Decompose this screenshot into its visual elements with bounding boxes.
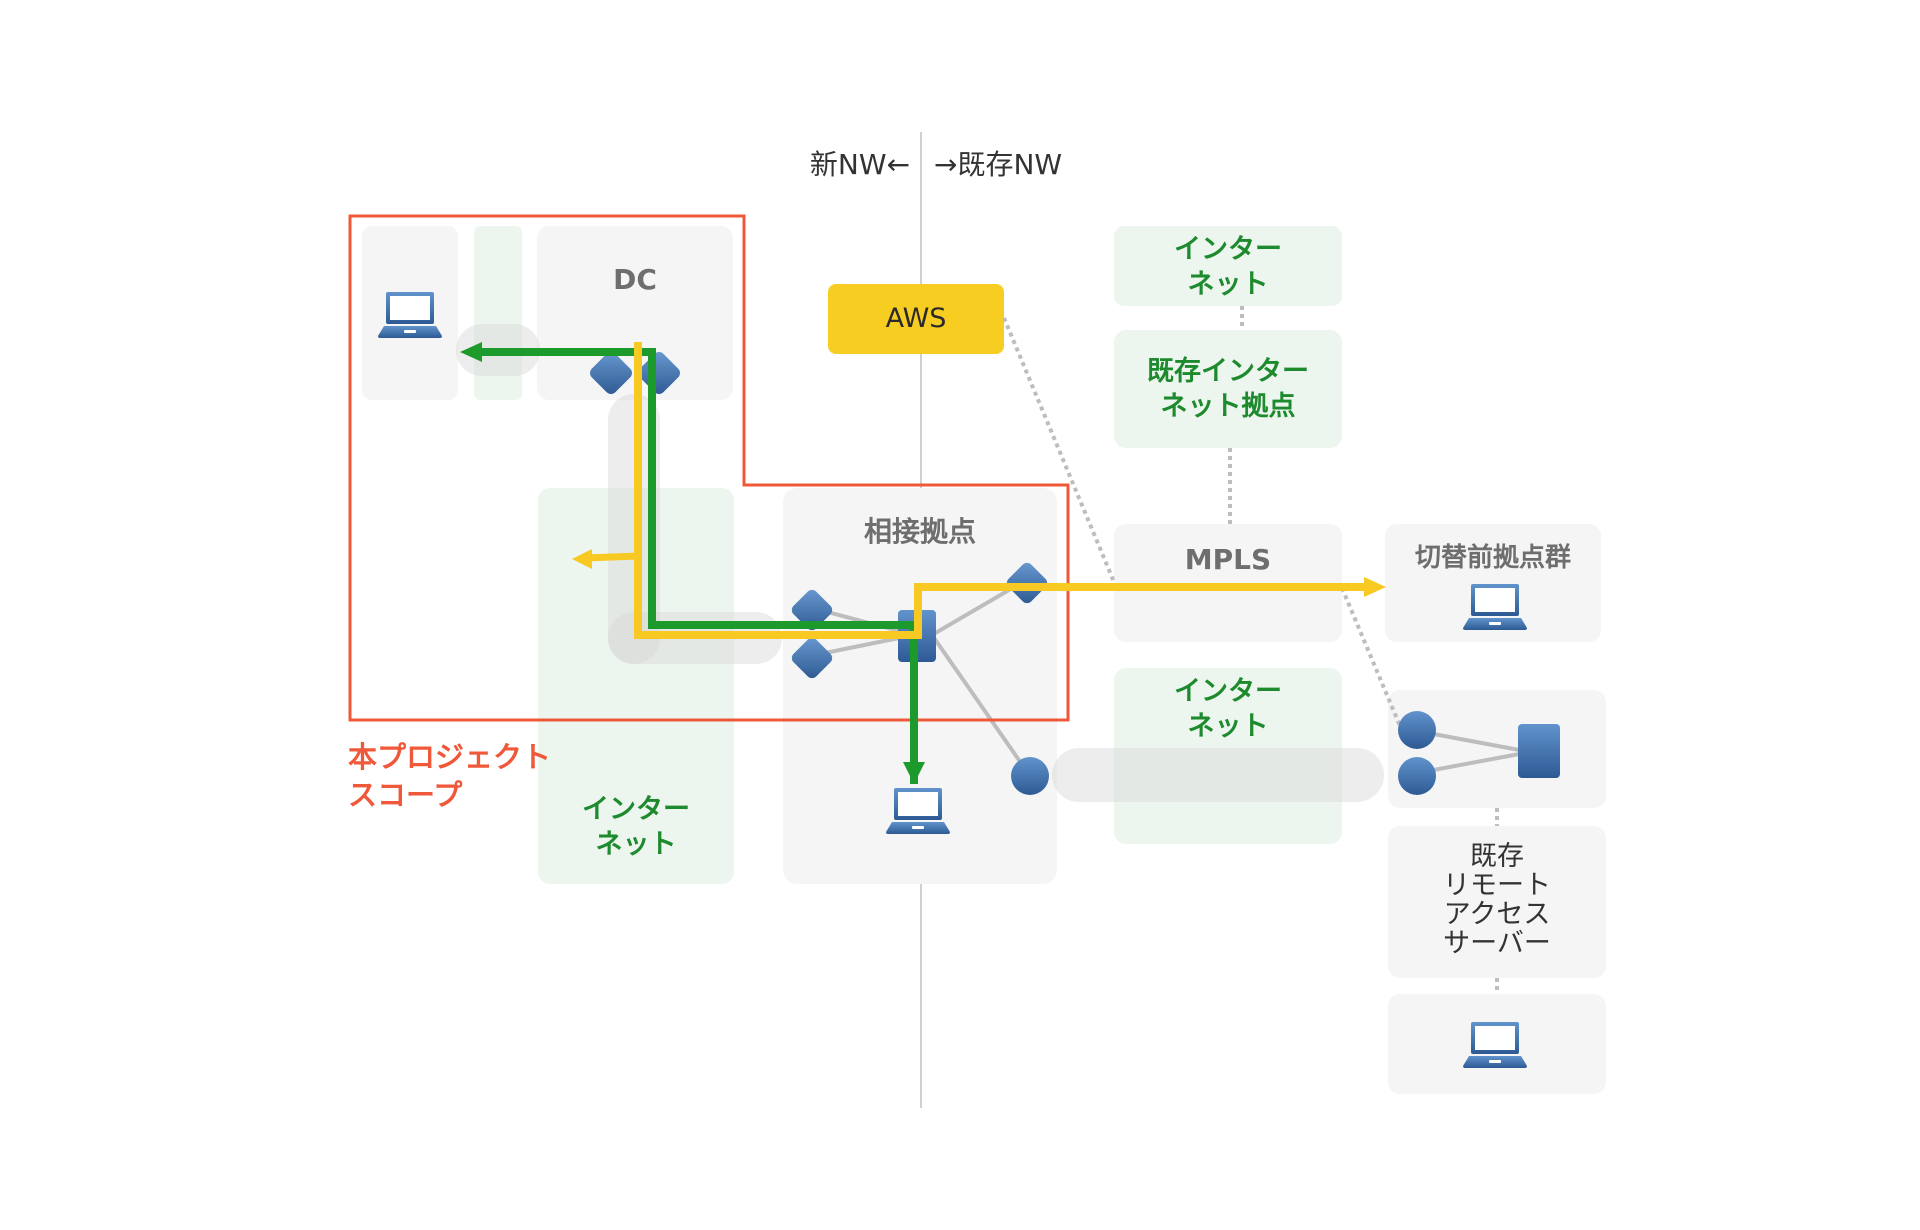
project-scope-label: 本プロジェクト スコープ: [348, 740, 552, 812]
project-scope-boundary: [348, 214, 1070, 722]
internet-left-title: インター ネット: [582, 794, 690, 860]
green-arrowhead-down: [903, 762, 925, 784]
existing-remote-access-title: 既存 リモート アクセス サーバー: [1443, 841, 1551, 959]
dc-title: DC: [613, 263, 657, 296]
tunnel-internet: [1052, 748, 1384, 802]
zone-vpn-gateway[interactable]: [1388, 690, 1606, 808]
zone-pre-switch-sites[interactable]: [1385, 524, 1601, 642]
adjacent-site-title: 相接拠点: [863, 515, 976, 548]
green-path: [470, 348, 918, 784]
new-nw-label: 新NW←: [809, 148, 910, 181]
vpn-node-existing-1-icon[interactable]: [1398, 711, 1436, 749]
vpn-node-existing-2-icon[interactable]: [1398, 757, 1436, 795]
link-switch-vpn: [930, 633, 1032, 778]
link-mpls-vpn: [1340, 587, 1402, 727]
laptop-pre-switch-icon[interactable]: [1463, 584, 1527, 630]
aws-box[interactable]: [828, 284, 1004, 354]
zone-existing-remote-access[interactable]: [1388, 826, 1606, 978]
zone-dc[interactable]: [537, 226, 733, 400]
aws-title: AWS: [885, 303, 947, 334]
mpls-title: MPLS: [1184, 543, 1272, 576]
zone-internet-top[interactable]: [1114, 226, 1342, 306]
laptop-adjacent-icon[interactable]: [886, 788, 950, 834]
internet-top-title: インター ネット: [1174, 234, 1282, 300]
zone-existing-internet-site[interactable]: [1114, 330, 1342, 448]
zone-internet-left[interactable]: [538, 488, 734, 884]
zone-internet-mid[interactable]: [1114, 668, 1342, 844]
yellow-branch-left: [583, 552, 639, 562]
zone-green-strip: [474, 226, 522, 400]
yellow-arrowhead-right: [1364, 577, 1386, 597]
green-arrowhead-left: [460, 342, 482, 362]
vpn-node-adjacent-icon[interactable]: [1011, 757, 1049, 795]
remote-access-server-icon[interactable]: [1518, 724, 1560, 778]
existing-internet-site-title: 既存インター ネット拠点: [1147, 356, 1309, 422]
dotted-links: [1002, 306, 1499, 994]
laptop-client-left-icon[interactable]: [378, 292, 442, 338]
yellow-arrowhead-left: [572, 549, 592, 569]
existing-nw-label: →既存NW: [934, 148, 1063, 181]
yellow-path: [634, 342, 1370, 639]
internet-mid-title: インター ネット: [1174, 676, 1282, 742]
laptop-remote-icon[interactable]: [1463, 1022, 1527, 1068]
pre-switch-sites-title: 切替前拠点群: [1414, 543, 1571, 573]
